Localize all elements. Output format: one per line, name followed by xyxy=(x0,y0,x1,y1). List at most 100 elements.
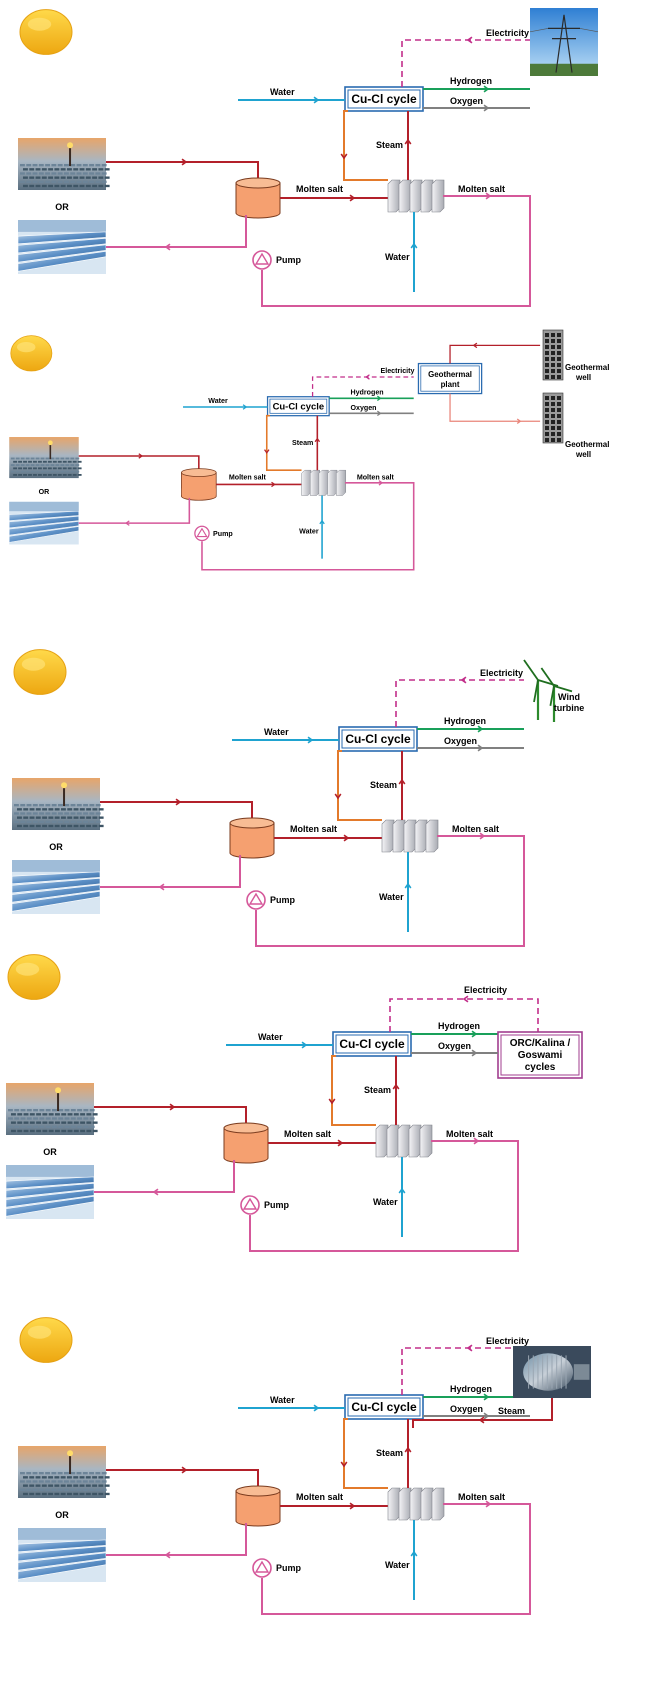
tank-fill xyxy=(236,203,280,213)
heliostat xyxy=(67,1484,72,1487)
or-label: OR xyxy=(43,1147,57,1157)
sun-highlight xyxy=(27,1325,52,1339)
sun-icon xyxy=(13,649,67,695)
heliostat xyxy=(41,184,47,188)
oxygen-label: Oxygen xyxy=(438,1041,471,1051)
tank-top xyxy=(181,468,217,477)
well-window xyxy=(545,438,549,442)
heliostat xyxy=(60,184,66,188)
heliostat xyxy=(45,1488,51,1491)
heliostat xyxy=(33,467,37,470)
well-window xyxy=(545,357,549,361)
pump-label: Pump xyxy=(270,895,296,905)
heliostat xyxy=(50,464,55,466)
pump-label: Pump xyxy=(264,1200,290,1210)
hx-plate xyxy=(318,469,329,496)
heliostat xyxy=(89,1472,95,1475)
arrow-head xyxy=(349,194,356,202)
heliostat xyxy=(48,168,54,171)
hot-salt-line-to-tank xyxy=(100,801,253,822)
heliostat xyxy=(80,1129,86,1133)
heliostat xyxy=(58,820,63,823)
heliostat xyxy=(64,172,69,175)
heliostat xyxy=(54,176,60,179)
heliostat xyxy=(58,1117,64,1120)
trough-row xyxy=(17,1539,107,1553)
hot-salt-line-to-tank xyxy=(106,1469,259,1490)
heliostat xyxy=(25,457,30,460)
heliostat xyxy=(41,1492,47,1496)
heliostat xyxy=(54,824,60,828)
heliostat xyxy=(57,1488,63,1491)
heliostat xyxy=(17,808,22,811)
well-window xyxy=(557,363,561,367)
turbine-blade xyxy=(540,667,555,687)
heliostat xyxy=(38,180,44,183)
heliostat xyxy=(76,1488,82,1491)
sun-highlight xyxy=(21,657,46,671)
turbine-blade xyxy=(523,659,539,681)
heliostat xyxy=(54,184,60,188)
arrow-head xyxy=(340,153,348,160)
hx-plate xyxy=(398,1487,412,1521)
heliostat xyxy=(77,467,82,470)
heliostat xyxy=(14,1125,20,1128)
arrow-head xyxy=(472,342,478,349)
cu-cl-inner xyxy=(347,89,421,109)
heliostat xyxy=(76,1480,82,1483)
heliostat xyxy=(45,804,51,807)
heliostat xyxy=(64,820,70,823)
arrow-head xyxy=(485,192,492,200)
heliostat xyxy=(62,473,67,476)
wind-turbine-label-2: turbine xyxy=(554,703,585,713)
heliostat xyxy=(50,457,55,460)
heliostat xyxy=(64,180,69,183)
heliostat xyxy=(42,1113,48,1116)
heliostat xyxy=(77,1117,83,1120)
heliostat xyxy=(39,820,45,823)
tower-receiver xyxy=(67,142,74,149)
heliostat xyxy=(98,824,104,828)
heliostat xyxy=(95,804,101,807)
heliostat xyxy=(70,1480,76,1483)
well-window xyxy=(551,375,555,379)
heliostat xyxy=(79,184,85,188)
heliostat xyxy=(26,1488,32,1491)
heliostat xyxy=(57,180,63,183)
well-window xyxy=(545,402,549,406)
heliostat xyxy=(89,1109,95,1112)
cu-cl-outer xyxy=(266,396,330,417)
heliostat xyxy=(52,1109,57,1112)
turbine-blade xyxy=(549,685,555,706)
heliostat xyxy=(20,812,26,815)
well-window xyxy=(551,426,555,430)
heliostat xyxy=(89,1117,95,1120)
heliostat xyxy=(65,470,70,473)
heliostat xyxy=(48,1121,54,1124)
parabolic-trough-image xyxy=(8,501,79,545)
heliostat xyxy=(48,176,54,179)
well-window xyxy=(545,375,549,379)
molten-salt-tank xyxy=(229,817,275,859)
heliostat xyxy=(98,1484,104,1487)
well-window xyxy=(545,414,549,418)
heliostat xyxy=(67,176,72,179)
pump-triangle xyxy=(196,527,208,538)
well-window xyxy=(557,345,561,349)
hx-plate xyxy=(420,1487,434,1521)
heliostat xyxy=(20,470,25,473)
heliostat xyxy=(61,824,66,828)
arrow-head xyxy=(477,744,484,752)
cu-cl-cycle-box: Cu-Cl cycle xyxy=(332,1031,412,1057)
arrow-head xyxy=(466,1344,473,1352)
heliostat xyxy=(64,164,69,167)
heliostat xyxy=(32,1472,38,1475)
heliostat xyxy=(54,1484,60,1487)
heliostat xyxy=(60,1484,66,1487)
heliostat xyxy=(51,172,57,175)
heliostat xyxy=(104,168,110,171)
heliostat xyxy=(20,1488,25,1491)
well-window xyxy=(551,396,555,400)
